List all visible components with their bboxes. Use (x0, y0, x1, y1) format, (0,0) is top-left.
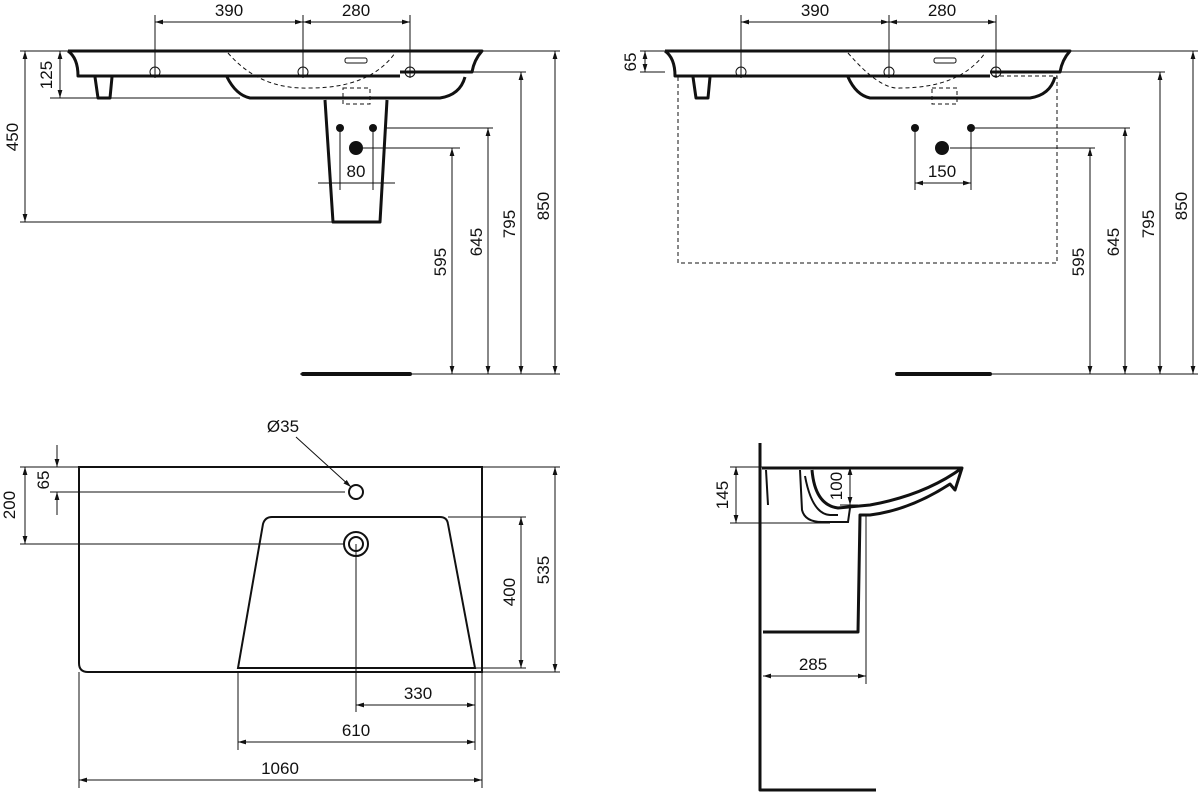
front-view-wall: 390 280 65 150 595 645 795 850 (621, 1, 1198, 376)
dim-label: 125 (37, 61, 56, 89)
dim-label: 80 (347, 162, 366, 181)
dim-label: 200 (0, 491, 19, 519)
dim-label: 450 (3, 123, 22, 151)
side-view: 145 100 285 (713, 443, 964, 792)
basin-outline (664, 49, 1072, 105)
dim-label: 400 (500, 578, 519, 606)
dim-label: 65 (621, 53, 640, 72)
dim-label: 645 (1104, 228, 1123, 256)
dim-label: 150 (928, 162, 956, 181)
dim-label: 610 (342, 721, 370, 740)
front-view-pedestal: 390 280 125 450 80 595 645 795 850 (3, 1, 560, 376)
dim-label: 145 (713, 481, 732, 509)
dim-label: 280 (342, 1, 370, 20)
dim-label: 330 (404, 684, 432, 703)
dim-label: 65 (34, 471, 53, 490)
dim-label: 1060 (261, 759, 299, 778)
dim-label: 795 (500, 210, 519, 238)
dim-label: 850 (1172, 192, 1191, 220)
waste-connection-icon (349, 141, 363, 155)
furniture-outline (677, 75, 1058, 264)
dim-label: 595 (431, 248, 450, 276)
wall-line (758, 443, 876, 792)
dim-label: 100 (827, 472, 846, 500)
dim-label: 285 (799, 655, 827, 674)
basin-section (762, 466, 964, 634)
dimension-lines (20, 15, 560, 376)
basin-plan-outline (78, 466, 483, 673)
dim-label: 795 (1139, 210, 1158, 238)
dimension-lines (730, 466, 867, 684)
dim-label: 850 (534, 192, 553, 220)
dim-label: 595 (1069, 248, 1088, 276)
plan-view: Ø35 65 200 400 535 330 610 1060 (0, 417, 560, 788)
waste-connection-icon (935, 141, 949, 155)
dim-label: 390 (801, 1, 829, 20)
basin-outline (67, 49, 484, 105)
dim-label: 280 (928, 1, 956, 20)
dim-label: 645 (467, 228, 486, 256)
dimension-lines (640, 15, 1198, 376)
pedestal-outline (323, 99, 389, 224)
dimension-lines (20, 436, 560, 788)
dim-label: 535 (534, 556, 553, 584)
dim-label: Ø35 (267, 417, 299, 436)
tap-hole-icon (348, 484, 364, 500)
dim-label: 390 (215, 1, 243, 20)
